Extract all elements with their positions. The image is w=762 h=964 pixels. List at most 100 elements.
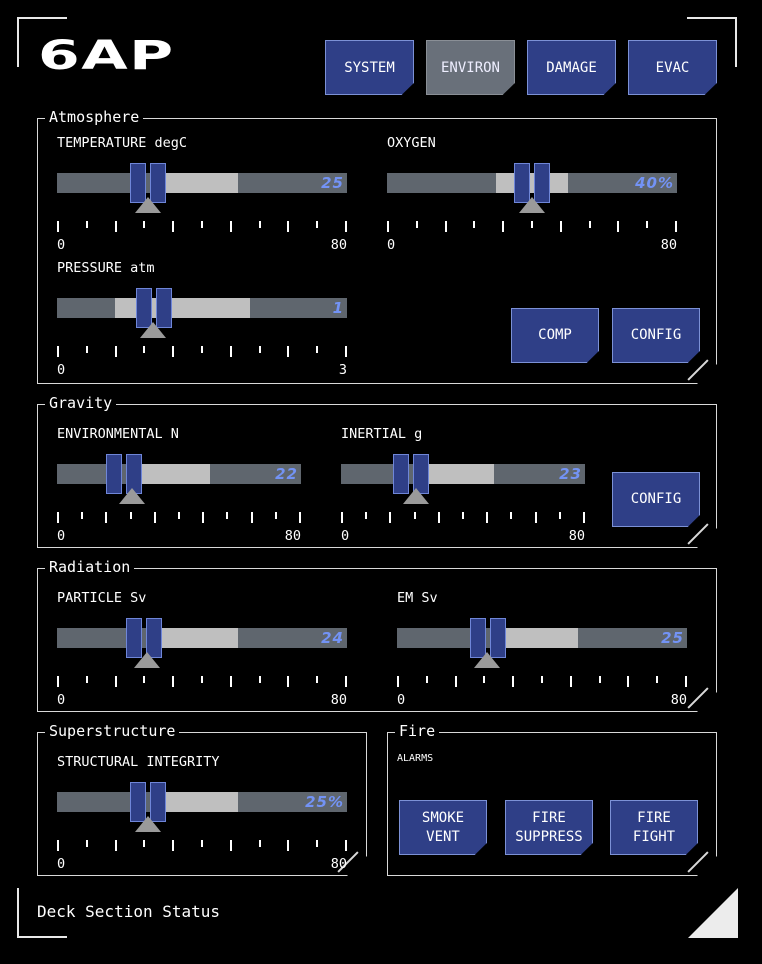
slider-ticks	[57, 676, 347, 688]
slider-fill	[157, 628, 238, 648]
tick-mark	[510, 512, 512, 519]
tick-mark	[172, 676, 174, 687]
tick-mark	[455, 676, 457, 687]
pressure-slider[interactable]: 1 0 3	[57, 288, 347, 378]
tick-mark	[143, 676, 145, 683]
slider-handle[interactable]	[514, 163, 550, 203]
nav-environ-button[interactable]: ENVIRON	[426, 40, 515, 95]
tick-mark	[531, 221, 533, 228]
tick-mark	[230, 840, 232, 851]
integrity-label: STRUCTURAL INTEGRITY	[57, 754, 220, 770]
tick-mark	[178, 512, 180, 519]
particle-readout: 24	[321, 629, 344, 647]
nav-evac-button[interactable]: EVAC	[628, 40, 717, 95]
slider-handle[interactable]	[126, 618, 162, 658]
gravity-config-button[interactable]: CONFIG	[612, 472, 700, 527]
frame-corner-top-left	[17, 17, 67, 67]
slider-ticks	[397, 676, 687, 688]
tick-mark	[414, 512, 416, 519]
nav-damage-button[interactable]: DAMAGE	[527, 40, 616, 95]
slider-ticks	[387, 221, 677, 233]
tick-mark	[345, 676, 347, 687]
slider-handle[interactable]	[130, 163, 166, 203]
slider-pointer-icon	[135, 816, 161, 832]
environmental-slider[interactable]: 22 0 80	[57, 454, 301, 544]
temperature-readout: 25	[321, 174, 344, 192]
pressure-max: 3	[338, 362, 347, 378]
tick-mark	[201, 676, 203, 683]
slider-handle[interactable]	[106, 454, 142, 494]
slider-pointer-icon	[140, 322, 166, 338]
slider-pointer-icon	[135, 197, 161, 213]
inertial-slider[interactable]: 23 0 80	[341, 454, 585, 544]
fire-suppress-button[interactable]: FIRE SUPPRESS	[505, 800, 593, 855]
tick-mark	[483, 676, 485, 683]
tick-mark	[341, 512, 343, 523]
fire-fight-button[interactable]: FIRE FIGHT	[610, 800, 698, 855]
tick-mark	[259, 346, 261, 353]
tick-mark	[105, 512, 107, 523]
tick-mark	[387, 221, 389, 232]
slider-pointer-icon	[474, 652, 500, 668]
fire-title: Fire	[395, 723, 440, 739]
tick-mark	[512, 676, 514, 687]
tick-mark	[316, 346, 318, 353]
tick-mark	[287, 221, 289, 232]
tick-mark	[86, 840, 88, 847]
particle-max: 80	[330, 692, 347, 708]
integrity-slider[interactable]: 25% 0 80	[57, 782, 347, 872]
inertial-min: 0	[341, 528, 350, 544]
tick-mark	[201, 840, 203, 847]
integrity-max: 80	[330, 856, 347, 872]
tick-mark	[86, 346, 88, 353]
smoke-vent-button[interactable]: SMOKE VENT	[399, 800, 487, 855]
slider-handle[interactable]	[470, 618, 506, 658]
slider-fill	[157, 173, 238, 193]
temperature-min: 0	[57, 237, 66, 253]
tick-mark	[201, 221, 203, 228]
atmosphere-title: Atmosphere	[45, 109, 144, 125]
tick-mark	[154, 512, 156, 523]
tick-mark	[416, 221, 418, 228]
tick-mark	[560, 221, 562, 232]
environmental-readout: 22	[275, 465, 298, 483]
tick-mark	[143, 221, 145, 228]
particle-slider[interactable]: 24 0 80	[57, 618, 347, 708]
tick-mark	[486, 512, 488, 523]
slider-fill	[421, 464, 494, 484]
oxygen-slider[interactable]: 40% 0 80	[387, 163, 677, 253]
nav-system-button[interactable]: SYSTEM	[325, 40, 414, 95]
atmosphere-config-button[interactable]: CONFIG	[612, 308, 700, 363]
tick-mark	[345, 840, 347, 851]
em-readout: 25	[661, 629, 684, 647]
tick-mark	[365, 512, 367, 519]
tick-mark	[259, 221, 261, 228]
slider-handle[interactable]	[130, 782, 166, 822]
tick-mark	[438, 512, 440, 523]
tick-mark	[86, 221, 88, 228]
superstructure-panel	[37, 732, 367, 876]
tick-mark	[299, 512, 301, 523]
slider-fill	[157, 792, 238, 812]
slider-handle[interactable]	[136, 288, 172, 328]
inertial-label: INERTIAL g	[341, 426, 423, 442]
slider-pointer-icon	[403, 488, 429, 504]
tick-mark	[656, 676, 658, 683]
tick-mark	[316, 840, 318, 847]
deck-section-status: Deck Section Status	[37, 902, 221, 921]
oxygen-label: OXYGEN	[387, 135, 436, 151]
tick-mark	[172, 346, 174, 357]
temperature-slider[interactable]: 25 0 80	[57, 163, 347, 253]
em-slider[interactable]: 25 0 80	[397, 618, 687, 708]
slider-ticks	[57, 512, 301, 524]
tick-mark	[172, 221, 174, 232]
atmosphere-panel	[37, 118, 717, 384]
comp-button[interactable]: COMP	[511, 308, 599, 363]
fire-panel	[387, 732, 717, 876]
tick-mark	[275, 512, 277, 519]
environmental-max: 80	[284, 528, 301, 544]
slider-ticks	[341, 512, 585, 524]
tick-mark	[535, 512, 537, 523]
tick-mark	[86, 676, 88, 683]
frame-corner-bottom-left	[17, 888, 67, 938]
